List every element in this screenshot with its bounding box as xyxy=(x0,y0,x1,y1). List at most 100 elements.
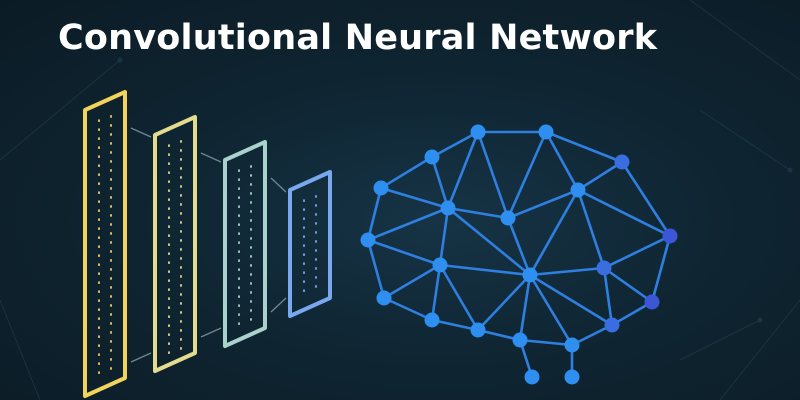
feature-dot xyxy=(238,223,240,226)
feature-dot xyxy=(238,205,240,208)
feature-dot xyxy=(168,315,170,318)
connector-line xyxy=(270,177,287,193)
feature-dot xyxy=(180,248,182,251)
feature-dot xyxy=(98,281,100,284)
feature-dot xyxy=(110,214,112,217)
network-node xyxy=(524,369,540,385)
feature-dot xyxy=(238,277,240,280)
feature-dot xyxy=(110,133,112,136)
feature-dot xyxy=(238,187,240,190)
feature-dot xyxy=(250,237,252,240)
network-edge xyxy=(602,234,672,270)
feature-dot xyxy=(238,304,240,307)
feature-dot xyxy=(250,201,252,204)
network-edge xyxy=(366,238,442,267)
network-node xyxy=(470,322,486,338)
feature-dot xyxy=(110,187,112,190)
feature-dot xyxy=(110,151,112,154)
feature-dot xyxy=(250,246,252,249)
brain-network-icon xyxy=(360,124,678,385)
feature-dot xyxy=(315,285,317,288)
feature-dot xyxy=(110,295,112,298)
feature-dot xyxy=(168,189,170,192)
feature-dot xyxy=(180,212,182,215)
network-edge xyxy=(528,273,574,347)
feature-dot xyxy=(315,195,317,198)
feature-dot xyxy=(110,277,112,280)
feature-dot xyxy=(180,167,182,170)
feature-dot xyxy=(180,239,182,242)
feature-dot xyxy=(315,222,317,225)
feature-dot xyxy=(180,347,182,350)
feature-dot xyxy=(168,216,170,219)
feature-dot xyxy=(303,280,305,283)
network-edge xyxy=(506,188,580,220)
feature-dot xyxy=(168,279,170,282)
feature-map-layer-4 xyxy=(288,170,332,318)
feature-dot xyxy=(168,153,170,156)
feature-dot xyxy=(250,192,252,195)
feature-dot xyxy=(315,240,317,243)
feature-dot xyxy=(250,183,252,186)
feature-dot xyxy=(98,155,100,158)
feature-dot xyxy=(98,254,100,257)
feature-dot xyxy=(303,253,305,256)
network-edge xyxy=(366,238,386,300)
feature-dot xyxy=(315,249,317,252)
feature-dot xyxy=(303,244,305,247)
feature-dot xyxy=(110,268,112,271)
feature-dot xyxy=(110,250,112,253)
feature-dot xyxy=(238,295,240,298)
feature-dot xyxy=(180,221,182,224)
feature-dot xyxy=(168,306,170,309)
network-node xyxy=(440,200,456,216)
network-edge xyxy=(379,155,434,190)
network-node xyxy=(470,124,486,140)
feature-dot xyxy=(98,227,100,230)
feature-dot xyxy=(303,226,305,229)
network-node xyxy=(644,294,660,310)
network-node xyxy=(662,228,678,244)
feature-dot xyxy=(180,302,182,305)
feature-dot xyxy=(238,259,240,262)
feature-dot xyxy=(98,308,100,311)
feature-dot xyxy=(98,119,100,122)
network-edge xyxy=(476,130,510,220)
feature-dot xyxy=(98,182,100,185)
feature-dot xyxy=(110,313,112,316)
feature-dot xyxy=(250,300,252,303)
network-node xyxy=(373,180,389,196)
network-edge xyxy=(544,130,580,192)
feature-dot xyxy=(180,266,182,269)
feature-dot xyxy=(168,198,170,201)
feature-dot xyxy=(168,324,170,327)
feature-dot xyxy=(180,338,182,341)
feature-dot xyxy=(98,146,100,149)
cnn-layers-icon xyxy=(83,90,332,398)
feature-dot xyxy=(315,258,317,261)
feature-dot xyxy=(303,208,305,211)
feature-dot xyxy=(238,241,240,244)
feature-dot xyxy=(98,245,100,248)
network-edge xyxy=(602,266,654,304)
network-edge xyxy=(650,234,672,304)
feature-dot xyxy=(303,235,305,238)
feature-dot xyxy=(98,137,100,140)
feature-dot xyxy=(250,282,252,285)
feature-dot xyxy=(98,218,100,221)
feature-dot xyxy=(98,362,100,365)
feature-dot xyxy=(98,299,100,302)
network-edge xyxy=(506,216,532,277)
network-edge xyxy=(528,188,580,277)
feature-dot xyxy=(250,210,252,213)
network-edge xyxy=(576,188,672,238)
network-node xyxy=(604,317,620,333)
network-node xyxy=(500,210,516,226)
network-edge xyxy=(430,263,442,322)
network-edge xyxy=(430,155,450,210)
feature-dot xyxy=(180,194,182,197)
network-node xyxy=(360,232,376,248)
feature-dot xyxy=(98,326,100,329)
network-node xyxy=(614,154,630,170)
